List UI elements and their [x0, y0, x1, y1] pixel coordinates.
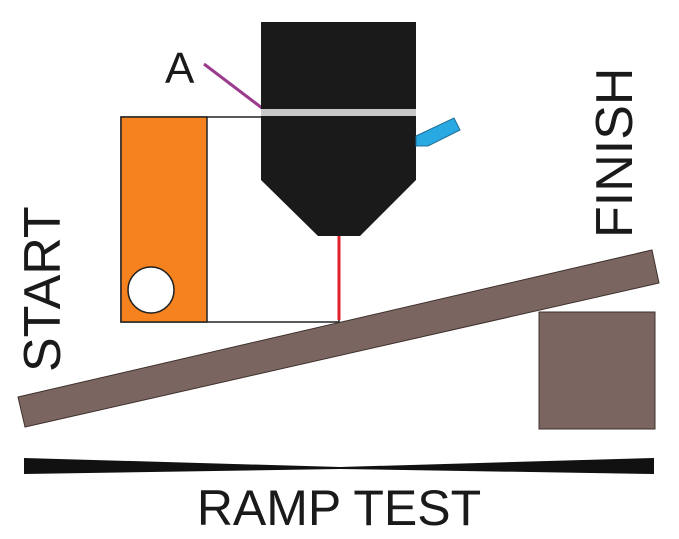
finish-label: FINISH	[586, 68, 644, 238]
ramp-support-block	[538, 311, 656, 430]
sensor-head-taper	[261, 116, 416, 236]
start-label: START	[14, 206, 72, 372]
diagram-title: RAMP TEST	[197, 480, 481, 536]
sensor-ring	[261, 109, 416, 116]
blue-nozzle-icon	[415, 117, 461, 147]
ramp-plank	[17, 249, 660, 428]
bottom-bar	[24, 458, 654, 474]
pointer-line-a	[203, 62, 263, 110]
fixture-hole-circle	[127, 266, 175, 314]
pointer-label-a: A	[165, 44, 195, 93]
sensor-head-top	[261, 22, 416, 110]
